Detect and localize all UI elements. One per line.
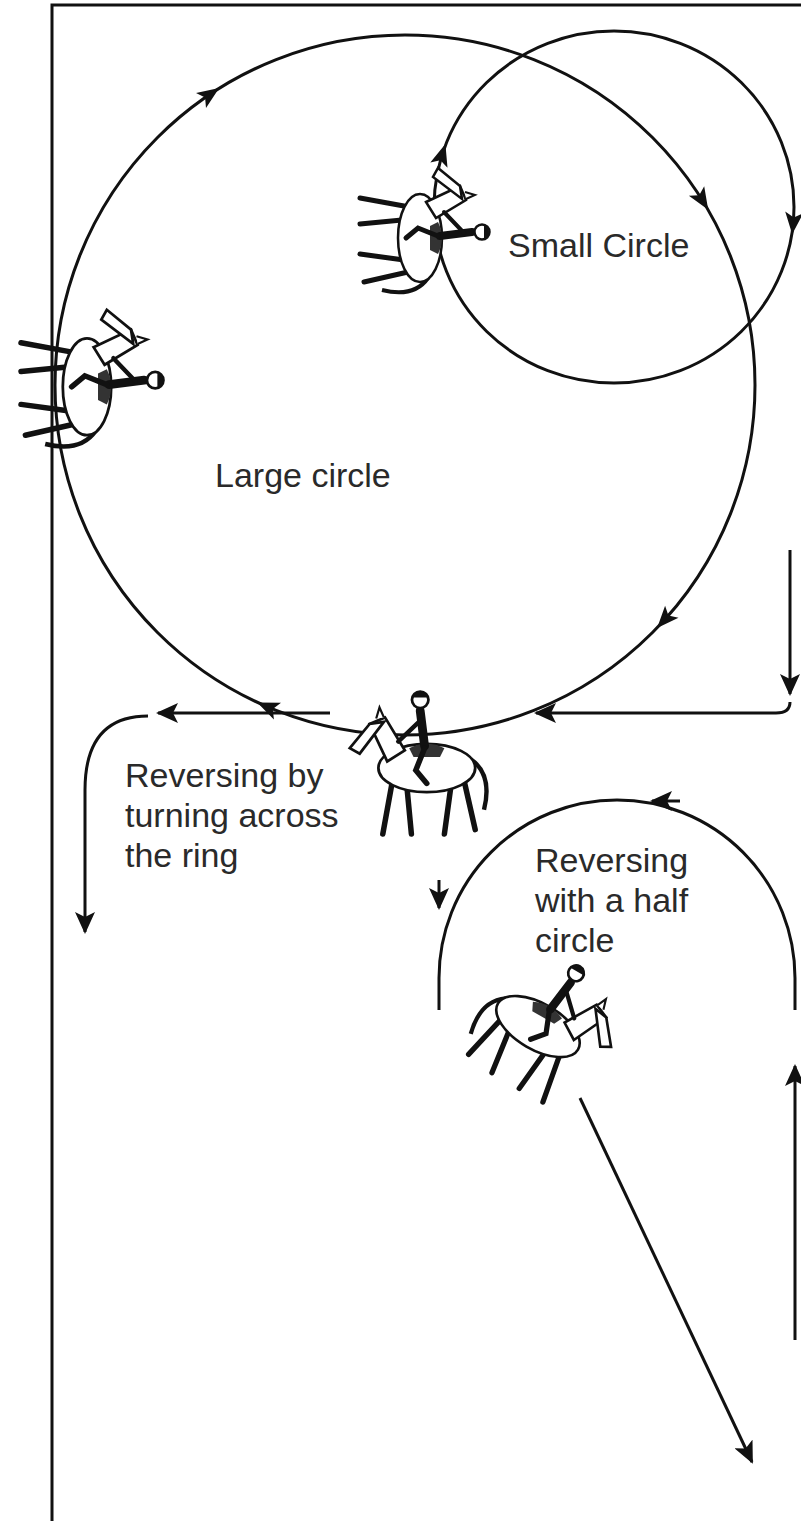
circle-outline [432, 29, 796, 385]
route-line [438, 880, 441, 908]
circle-path [55, 35, 755, 735]
figure-label: Small Circle [505, 225, 692, 265]
direction-arrow [430, 144, 447, 168]
route-line [536, 702, 790, 713]
route-line [652, 800, 680, 803]
direction-arrow [785, 212, 801, 235]
maneuver-label: Reversing by turning across the ring [125, 755, 340, 875]
route-line [789, 550, 792, 694]
route-line [439, 800, 795, 1010]
arena-fence [52, 5, 801, 1521]
maneuver-label: Reversing with a half circle [535, 840, 735, 960]
horse-rider [21, 310, 163, 447]
route-line [158, 712, 330, 715]
horse-rider [457, 935, 638, 1118]
direction-arrow [689, 186, 708, 209]
horse-rider [360, 168, 490, 292]
route-line [794, 1066, 797, 1340]
small-circle: Small Circle [432, 29, 796, 385]
route-line [580, 1098, 752, 1462]
circle-path [434, 31, 794, 383]
horse-rider [350, 692, 487, 834]
figure-label: Large circle [215, 455, 391, 495]
direction-arrow [657, 606, 678, 628]
direction-arrow [257, 703, 281, 720]
route-lines [85, 550, 795, 1462]
direction-arrow [196, 88, 219, 108]
